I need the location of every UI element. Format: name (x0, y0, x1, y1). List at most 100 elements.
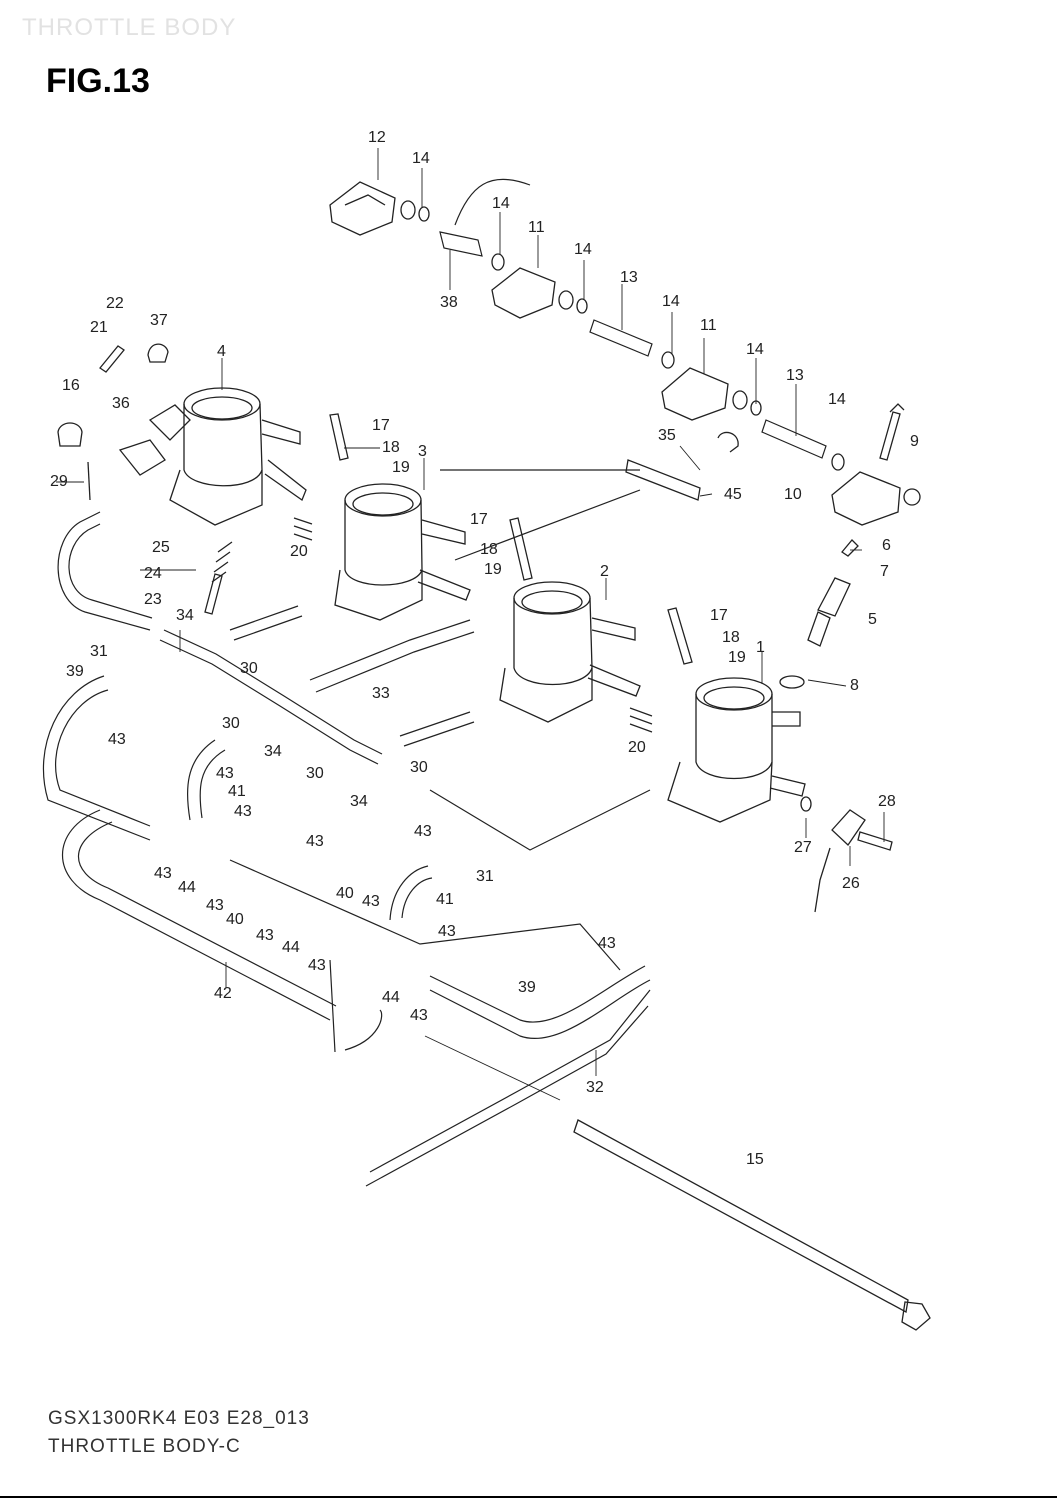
bore-inner (191, 396, 253, 420)
bolt-9 (879, 403, 905, 461)
rod-15-end (901, 1301, 931, 1331)
vacuum-hose-network (43, 469, 651, 1053)
bore (344, 483, 422, 517)
callout-30: 30 (222, 715, 240, 732)
hose-30-chain (159, 639, 379, 765)
callout-30: 30 (306, 765, 324, 782)
callout-7: 7 (880, 563, 889, 580)
body-lower (334, 569, 423, 621)
callout-20: 20 (628, 739, 646, 756)
callout-17: 17 (470, 511, 488, 528)
screw-28 (857, 831, 893, 851)
callout-43: 43 (362, 893, 380, 910)
o-ring (661, 351, 675, 369)
callout-43: 43 (216, 765, 234, 782)
callout-labels: 12 14 14 11 14 13 38 14 22 21 37 11 4 14… (50, 129, 919, 1168)
callout-30: 30 (410, 759, 428, 776)
body (183, 403, 263, 487)
body-lower (169, 469, 263, 526)
fuel-rail-assembly (329, 178, 921, 526)
callout-24: 24 (144, 565, 162, 582)
callout-26: 26 (842, 875, 860, 892)
callout-22: 22 (106, 295, 124, 312)
side-nozzle (417, 519, 471, 601)
hose-upper-left (57, 511, 151, 631)
callout-11: 11 (528, 219, 545, 236)
hose-42 (62, 809, 331, 1021)
bore (695, 677, 773, 711)
rail-end-fitting (903, 488, 921, 506)
hose-41-right (389, 865, 429, 921)
throttle-body-2 (499, 581, 641, 723)
bore (513, 581, 591, 615)
leader (699, 493, 713, 497)
screw-21 (99, 345, 125, 373)
callout-4: 4 (217, 343, 226, 360)
callout-18: 18 (722, 629, 740, 646)
callout-43: 43 (306, 833, 324, 850)
hose-30-right (429, 789, 651, 851)
throttle-body-4 (118, 387, 307, 526)
callout-39: 39 (518, 979, 536, 996)
callout-40: 40 (226, 911, 244, 928)
callout-13: 13 (786, 367, 804, 384)
body (344, 499, 423, 586)
bore-inner (352, 492, 414, 516)
spring-25 (211, 541, 233, 583)
callout-1: 1 (756, 639, 765, 656)
leader-lines (56, 148, 885, 1076)
side-nozzle (261, 419, 307, 502)
callout-9: 9 (910, 433, 919, 450)
callout-43: 43 (414, 823, 432, 840)
callout-34: 34 (176, 607, 194, 624)
body-lower (499, 667, 593, 723)
callout-18: 18 (480, 541, 498, 558)
callout-43: 43 (234, 803, 252, 820)
callout-21: 21 (90, 319, 108, 336)
callout-30: 30 (240, 660, 258, 677)
side-nozzle (769, 711, 806, 797)
spring-20a (293, 517, 313, 541)
callout-14: 14 (746, 341, 764, 358)
o-ring (831, 453, 845, 471)
hose-30-chain-b (163, 629, 383, 755)
screw-17b (667, 607, 693, 665)
drawing-code: GSX1300RK4 E03 E28_013 (48, 1408, 310, 1429)
o-ring (732, 390, 748, 410)
o-ring (576, 298, 588, 314)
hose-31-lower (229, 859, 621, 971)
callout-43: 43 (206, 897, 224, 914)
clamp-35 (625, 459, 701, 501)
callout-32: 32 (586, 1079, 604, 1096)
callout-2: 2 (600, 563, 609, 580)
callout-19: 19 (392, 459, 410, 476)
callout-14: 14 (662, 293, 680, 310)
callout-43: 43 (256, 927, 274, 944)
callout-43: 43 (108, 731, 126, 748)
bore-inner (703, 686, 765, 710)
hose-42-b (77, 821, 337, 1007)
callout-14: 14 (574, 241, 592, 258)
left-hardware (57, 343, 739, 733)
callout-8: 8 (850, 677, 859, 694)
screw-17c (509, 517, 533, 581)
callout-34: 34 (264, 743, 282, 760)
cap-37 (147, 343, 169, 363)
hose-34b (399, 711, 475, 747)
o-ring (558, 290, 574, 310)
rail-pipe-13a (589, 319, 653, 357)
callout-20: 20 (290, 543, 308, 560)
callout-31: 31 (476, 868, 494, 885)
hose-32 (369, 989, 651, 1173)
callout-43: 43 (308, 957, 326, 974)
o-ring-27 (800, 796, 812, 812)
figure-title: FIG.13 (46, 62, 150, 100)
reference-line (424, 1035, 561, 1101)
bottom-border (0, 1496, 1057, 1498)
body (695, 694, 773, 780)
callout-41: 41 (436, 891, 454, 908)
lower-lines (365, 989, 931, 1331)
callout-19: 19 (484, 561, 502, 578)
callout-41: 41 (228, 783, 246, 800)
